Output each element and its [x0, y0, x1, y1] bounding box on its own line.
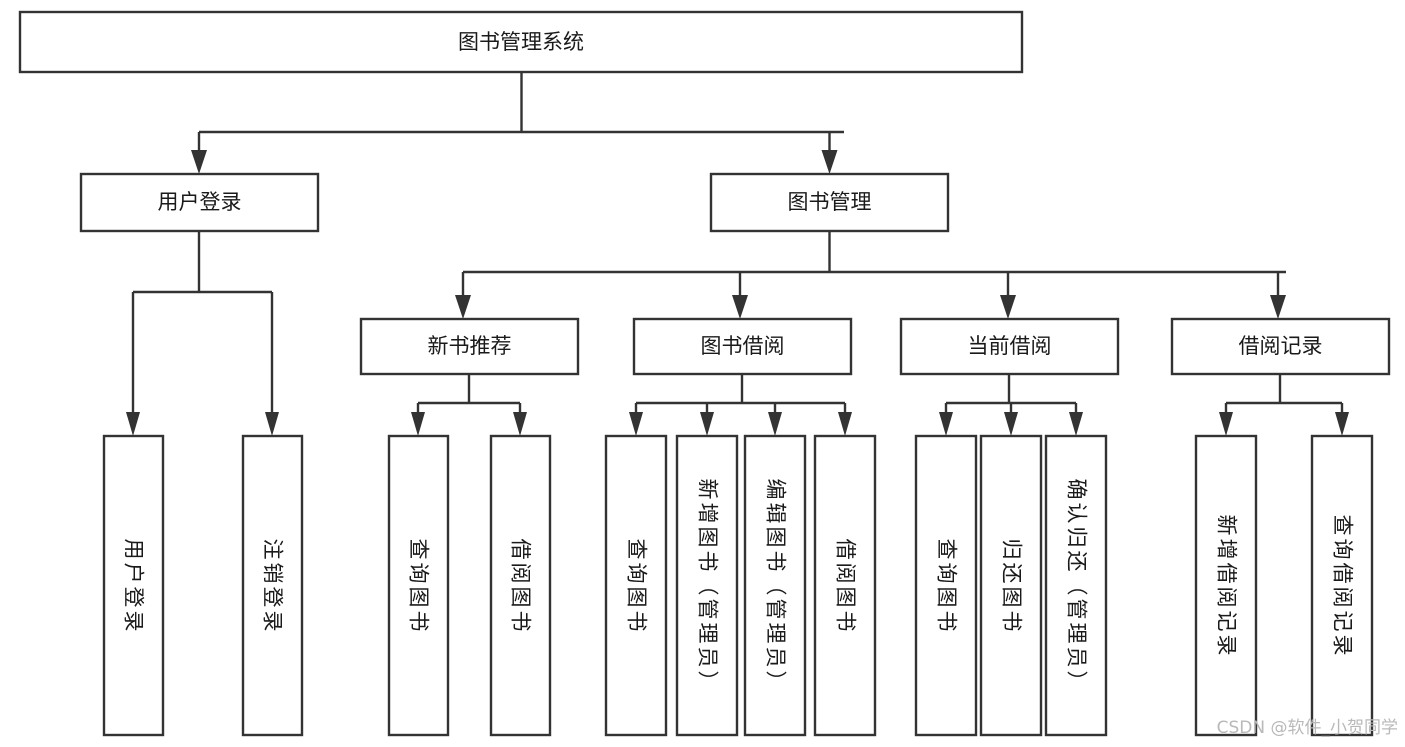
node-leaf-user-login-box[interactable] — [102, 434, 165, 737]
connector-layer — [126, 72, 1349, 436]
arrowhead-leaf-user-login — [126, 412, 140, 436]
arrowhead-leaf-confirm-return — [1069, 412, 1083, 436]
node-leaf-query-book-2[interactable]: 查询图书 — [604, 434, 668, 737]
arrowhead-leaf-query-book-3 — [939, 412, 953, 436]
node-book-borrow-label: 图书借阅 — [701, 334, 785, 358]
node-leaf-query-book-2-label: 查询图书 — [625, 539, 649, 632]
node-root-box[interactable] — [18, 10, 1024, 74]
node-leaf-query-book-3-box[interactable] — [914, 434, 978, 737]
node-leaf-return-book[interactable]: 归还图书 — [979, 434, 1043, 737]
node-leaf-add-record-box[interactable] — [1194, 434, 1258, 737]
node-user-login-label: 用户登录 — [158, 190, 242, 214]
node-book-management[interactable]: 图书管理 — [709, 172, 950, 233]
arrowhead-book-borrow — [732, 295, 748, 319]
arrowhead-leaf-edit-book — [768, 412, 782, 436]
node-book-management-label: 图书管理 — [788, 190, 872, 214]
node-borrow-record[interactable]: 借阅记录 — [1170, 317, 1391, 376]
arrowhead-leaf-return-book — [1004, 412, 1018, 436]
node-leaf-edit-book-label: 编辑图书（管理员） — [764, 479, 788, 692]
node-current-borrow-box[interactable] — [899, 317, 1120, 376]
node-leaf-query-record[interactable]: 查询借阅记录 — [1310, 434, 1374, 737]
node-root[interactable]: 图书管理系统 — [18, 10, 1024, 74]
node-leaf-edit-book-box[interactable] — [743, 434, 807, 737]
node-leaf-query-book-1[interactable]: 查询图书 — [387, 434, 450, 737]
node-leaf-borrow-book-2-box[interactable] — [813, 434, 877, 737]
node-current-borrow[interactable]: 当前借阅 — [899, 317, 1120, 376]
node-leaf-query-record-label: 查询借阅记录 — [1331, 515, 1355, 656]
node-user-login-box[interactable] — [79, 172, 320, 233]
node-leaf-borrow-book-2-label: 借阅图书 — [834, 539, 858, 632]
node-leaf-confirm-return-label: 确认归还（管理员） — [1065, 479, 1089, 692]
arrowhead-leaf-add-book — [700, 412, 714, 436]
node-new-book-recommend-label: 新书推荐 — [428, 334, 512, 358]
node-new-book-recommend[interactable]: 新书推荐 — [359, 317, 580, 376]
node-leaf-user-login-label: 用户登录 — [122, 539, 146, 632]
node-leaf-query-book-3-label: 查询图书 — [935, 539, 959, 632]
node-leaf-user-login[interactable]: 用户登录 — [102, 434, 165, 737]
node-leaf-query-record-box[interactable] — [1310, 434, 1374, 737]
arrowhead-leaf-query-book-1 — [411, 412, 425, 436]
node-leaf-user-logout-label: 注销登录 — [261, 539, 285, 632]
node-leaf-borrow-book-1-box[interactable] — [489, 434, 552, 737]
node-leaf-confirm-return-box[interactable] — [1044, 434, 1108, 737]
arrowhead-leaf-borrow-book-2 — [838, 412, 852, 436]
arrowhead-user-login — [191, 150, 207, 174]
node-leaf-query-book-1-box[interactable] — [387, 434, 450, 737]
node-book-borrow[interactable]: 图书借阅 — [632, 317, 853, 376]
node-leaf-edit-book[interactable]: 编辑图书（管理员） — [743, 434, 807, 737]
node-leaf-add-record-label: 新增借阅记录 — [1215, 515, 1239, 656]
node-leaf-return-book-label: 归还图书 — [1000, 539, 1024, 632]
arrowhead-leaf-query-book-2 — [629, 412, 643, 436]
arrowhead-leaf-add-record — [1219, 412, 1233, 436]
node-current-borrow-label: 当前借阅 — [968, 334, 1052, 358]
arrowhead-leaf-query-record — [1335, 412, 1349, 436]
node-leaf-borrow-book-1-label: 借阅图书 — [509, 539, 533, 632]
arrowhead-borrow-record — [1270, 295, 1286, 319]
node-book-management-box[interactable] — [709, 172, 950, 233]
node-user-login[interactable]: 用户登录 — [79, 172, 320, 233]
arrowhead-leaf-borrow-book-1 — [513, 412, 527, 436]
node-leaf-add-book-label: 新增图书（管理员） — [696, 479, 720, 692]
node-leaf-return-book-box[interactable] — [979, 434, 1043, 737]
csdn-watermark: CSDN @软件_小贺同学 — [1217, 718, 1398, 738]
arrowhead-book-management — [821, 150, 838, 174]
node-borrow-record-label: 借阅记录 — [1239, 334, 1323, 358]
node-leaf-query-book-2-box[interactable] — [604, 434, 668, 737]
node-leaf-borrow-book-1[interactable]: 借阅图书 — [489, 434, 552, 737]
node-leaf-add-book-box[interactable] — [675, 434, 739, 737]
node-leaf-confirm-return[interactable]: 确认归还（管理员） — [1044, 434, 1108, 737]
node-book-borrow-box[interactable] — [632, 317, 853, 376]
node-leaf-add-book[interactable]: 新增图书（管理员） — [675, 434, 739, 737]
node-leaf-user-logout[interactable]: 注销登录 — [241, 434, 304, 737]
node-leaf-user-logout-box[interactable] — [241, 434, 304, 737]
node-leaf-query-book-1-label: 查询图书 — [407, 539, 431, 632]
arrowhead-leaf-user-logout — [265, 412, 279, 436]
node-leaf-query-book-3[interactable]: 查询图书 — [914, 434, 978, 737]
arrowhead-new-book-recommend — [455, 295, 471, 319]
node-leaf-add-record[interactable]: 新增借阅记录 — [1194, 434, 1258, 737]
node-borrow-record-box[interactable] — [1170, 317, 1391, 376]
arrowhead-current-borrow — [1000, 295, 1016, 319]
node-root-label: 图书管理系统 — [458, 30, 584, 54]
node-leaf-borrow-book-2[interactable]: 借阅图书 — [813, 434, 877, 737]
node-new-book-recommend-box[interactable] — [359, 317, 580, 376]
